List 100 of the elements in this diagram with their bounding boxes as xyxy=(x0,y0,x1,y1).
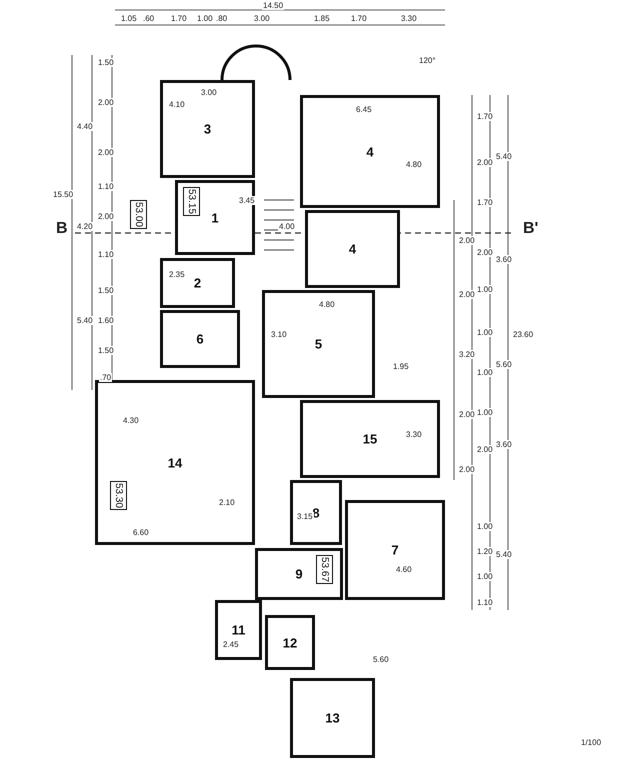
dimension-label: 3.45 xyxy=(238,196,256,205)
dimension-label: 23.60 xyxy=(512,330,534,339)
room-outline xyxy=(262,290,375,398)
room-number: 15 xyxy=(362,432,378,446)
level-mark: 53.67 xyxy=(316,555,333,584)
dimension-label: 1.20 xyxy=(476,547,494,556)
room-number: 4 xyxy=(348,242,356,256)
dimension-label: 1.00 xyxy=(476,408,494,417)
room-outline xyxy=(160,80,255,178)
dimension-label: 4.40 xyxy=(76,122,94,131)
room-outline xyxy=(160,258,235,308)
dimension-label: 1.70 xyxy=(476,198,494,207)
dimension-label: 3.10 xyxy=(270,330,288,339)
dimension-label: 1.00 xyxy=(476,368,494,377)
dimension-label: 3.30 xyxy=(400,14,418,23)
dimension-label: 1.10 xyxy=(97,250,115,259)
room-number: 13 xyxy=(325,710,340,726)
dimension-label: 6.45 xyxy=(355,105,373,114)
dimension-label: 4.80 xyxy=(318,300,336,309)
dimension-label: 2.00 xyxy=(476,158,494,167)
dimension-label: 3.20 xyxy=(458,350,476,359)
dimension-label: 1.85 xyxy=(313,14,331,23)
room-number: 4 xyxy=(366,144,374,159)
dimension-label: 2.00 xyxy=(458,236,476,245)
dimension-label: .80 xyxy=(215,14,228,23)
dimension-label: 1.70 xyxy=(476,112,494,121)
dimension-label: 5.40 xyxy=(495,152,513,161)
dimension-label: 2.00 xyxy=(476,445,494,454)
room-number: 1 xyxy=(211,210,219,225)
dimension-label: 3.00 xyxy=(253,14,271,23)
dimension-label: 1.00 xyxy=(476,328,494,337)
dimension-label: 5.40 xyxy=(495,550,513,559)
dimension-label: 1.00 xyxy=(476,285,494,294)
dimension-label: 1.10 xyxy=(97,182,115,191)
dimension-label: 5.40 xyxy=(76,316,94,325)
dimension-label: 5.60 xyxy=(372,655,390,664)
room-outline xyxy=(175,180,255,255)
dimension-label: 1.00 xyxy=(476,522,494,531)
dimension-label: 4.00 xyxy=(278,222,296,231)
dimension-label: 1.50 xyxy=(97,58,115,67)
dimension-label: 1.50 xyxy=(97,346,115,355)
room-number: 5 xyxy=(314,336,322,352)
dimension-label: 2.00 xyxy=(458,290,476,299)
scale-label: 1/100 xyxy=(580,738,602,747)
dimension-label: 1.70 xyxy=(170,14,188,23)
dimension-label: 4.20 xyxy=(76,222,94,231)
dimension-label: .60 xyxy=(142,14,156,23)
dimension-label: 5.60 xyxy=(495,360,513,369)
dimension-label: 3.30 xyxy=(405,430,423,439)
room-number: 7 xyxy=(391,542,399,558)
dimension-label: 4.10 xyxy=(168,100,186,109)
dimension-label: 14.50 xyxy=(262,1,284,10)
dimension-label: 1.70 xyxy=(350,14,368,23)
dimension-label: 3.60 xyxy=(495,440,513,449)
dimension-label: .70 xyxy=(99,373,112,382)
dimension-label: 4.30 xyxy=(122,416,140,425)
dimension-label: 1.00 xyxy=(196,14,214,23)
room-outline xyxy=(215,600,262,660)
level-mark: 53.15 xyxy=(183,187,200,216)
room-outline xyxy=(305,210,400,288)
dimension-label: 1.50 xyxy=(97,286,115,295)
room-outline xyxy=(345,500,445,600)
dimension-label: 2.00 xyxy=(476,248,494,257)
room-outline xyxy=(300,400,440,478)
room-number: 12 xyxy=(282,635,298,650)
dimension-label: 6.60 xyxy=(132,528,150,537)
dimension-label: 4.60 xyxy=(395,565,413,574)
dimension-label: 2.00 xyxy=(97,148,115,157)
room-outline xyxy=(255,548,343,600)
dimension-label: 2.00 xyxy=(458,465,476,474)
level-mark: 53.30 xyxy=(110,481,127,510)
dimension-label: 3.00 xyxy=(200,88,218,97)
room-number: 14 xyxy=(168,455,182,470)
room-outline xyxy=(300,95,440,208)
dimension-label: 1.00 xyxy=(476,572,494,581)
dimension-label: 2.00 xyxy=(458,410,476,419)
room-outline xyxy=(160,310,240,368)
dimension-label: 2.10 xyxy=(218,498,236,507)
dimension-label: 1.95 xyxy=(392,362,410,371)
angle-label: 120° xyxy=(418,56,437,65)
room-outline xyxy=(290,678,375,758)
dimension-label: 2.00 xyxy=(97,212,115,221)
room-number: 6 xyxy=(196,332,204,346)
level-mark: 53.00 xyxy=(130,200,147,230)
dimension-label: 15.50 xyxy=(52,190,74,199)
room-number: 2 xyxy=(194,276,202,290)
room-number: 3 xyxy=(204,122,212,136)
room-outline xyxy=(265,615,315,670)
room-number: 9 xyxy=(295,566,303,582)
dimension-label: 2.45 xyxy=(222,640,240,649)
dimension-label: 1.60 xyxy=(97,316,115,325)
dimension-label: 3.60 xyxy=(495,255,513,264)
room-outline xyxy=(95,380,255,545)
dimension-label: 2.00 xyxy=(97,98,115,107)
dimension-label: 3.15 xyxy=(296,512,314,521)
dimension-label: 4.80 xyxy=(405,160,423,169)
dimension-label: 2.35 xyxy=(168,270,186,279)
dimension-label: 1.10 xyxy=(476,598,494,607)
dimension-label: 1.05 xyxy=(120,14,138,23)
room-outline xyxy=(290,480,342,545)
